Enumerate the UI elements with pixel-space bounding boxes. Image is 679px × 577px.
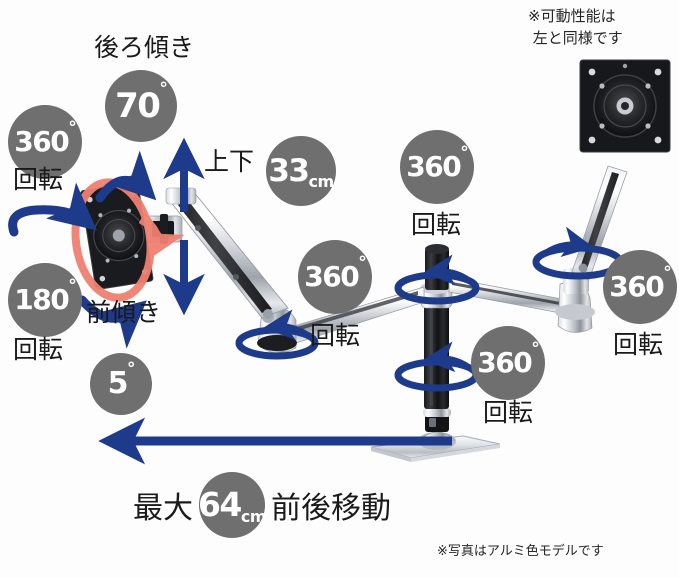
badge-rotate-360-elbow: 360° <box>298 240 372 314</box>
red-rotation-ellipse <box>71 178 185 302</box>
badge-value: 360 <box>14 125 69 158</box>
left-main-arm <box>165 187 289 319</box>
badge-superscript: ° <box>126 359 135 379</box>
right-elbow-joint <box>555 268 595 333</box>
badge-rotate-360-right-arm: 360° <box>603 250 677 324</box>
badge-superscript: ° <box>358 253 366 273</box>
badge-travel-64cm: 64cm <box>197 472 267 538</box>
caption-height: 上下 <box>204 147 255 176</box>
badge-value: 360 <box>304 260 359 293</box>
badge-rotate-360-post-upper: 360° <box>400 130 474 204</box>
rotation-ring-post-upper <box>394 254 480 305</box>
rotation-ring-left-elbow <box>235 309 319 360</box>
badge-tilt-back-70: 70° <box>105 70 177 142</box>
badge-value: 33 <box>268 152 310 189</box>
badge-superscript: ° <box>663 263 671 283</box>
caption-rotate-lower: 回転 <box>483 398 534 427</box>
note-top-right: ※可動性能は 左と同様です <box>528 7 623 47</box>
note-bottom-right: ※写真はアルミ色モデルです <box>437 544 604 559</box>
badge-unit: cm <box>308 171 334 191</box>
badge-tilt-forward-5: 5° <box>90 353 152 415</box>
badge-value: 360 <box>477 346 532 379</box>
caption-rotate-right: 回転 <box>613 330 664 359</box>
badge-superscript: ° <box>460 143 468 163</box>
arrow-tilt-back <box>95 150 157 203</box>
badge-value: 360 <box>609 270 664 303</box>
badge-superscript: ° <box>68 118 76 138</box>
badge-rotate-180-pivot: 180° <box>8 263 82 337</box>
arrow-tilt-forward <box>77 295 147 349</box>
badge-rotate-360-post-lower: 360° <box>471 326 545 400</box>
caption-rotate-upper: 回転 <box>411 210 462 239</box>
travel-distance-row: 最大 64cm 前後移動 <box>133 472 391 538</box>
arrow-pan-180 <box>8 182 97 237</box>
caption-rotate-pivot: 回転 <box>13 335 64 364</box>
badge-superscript: ° <box>531 339 539 359</box>
caption-rotate-elbow: 回転 <box>310 321 361 350</box>
rotation-ring-post-lower <box>394 341 480 392</box>
badge-value: 5 <box>107 366 129 401</box>
caption-rotate-head: 回転 <box>13 165 64 194</box>
badge-value: 360 <box>406 150 461 183</box>
travel-prefix: 最大 <box>133 491 193 526</box>
badge-height-33cm: 33cm <box>266 136 336 206</box>
badge-unit: cm <box>240 507 267 526</box>
travel-suffix: 前後移動 <box>271 491 391 526</box>
right-vesa-plate <box>579 59 671 153</box>
caption-tilt-back: 後ろ傾き <box>94 33 195 62</box>
badge-value: 70 <box>115 86 161 126</box>
badge-value: 180 <box>14 283 69 316</box>
badge-superscript: ° <box>68 276 76 296</box>
caption-tilt-forward: 前傾き <box>86 298 162 327</box>
badge-rotate-360-head: 360° <box>8 105 82 179</box>
badge-value: 64 <box>197 485 242 524</box>
left-vesa-plate <box>80 181 154 290</box>
badge-superscript: ° <box>159 79 167 99</box>
